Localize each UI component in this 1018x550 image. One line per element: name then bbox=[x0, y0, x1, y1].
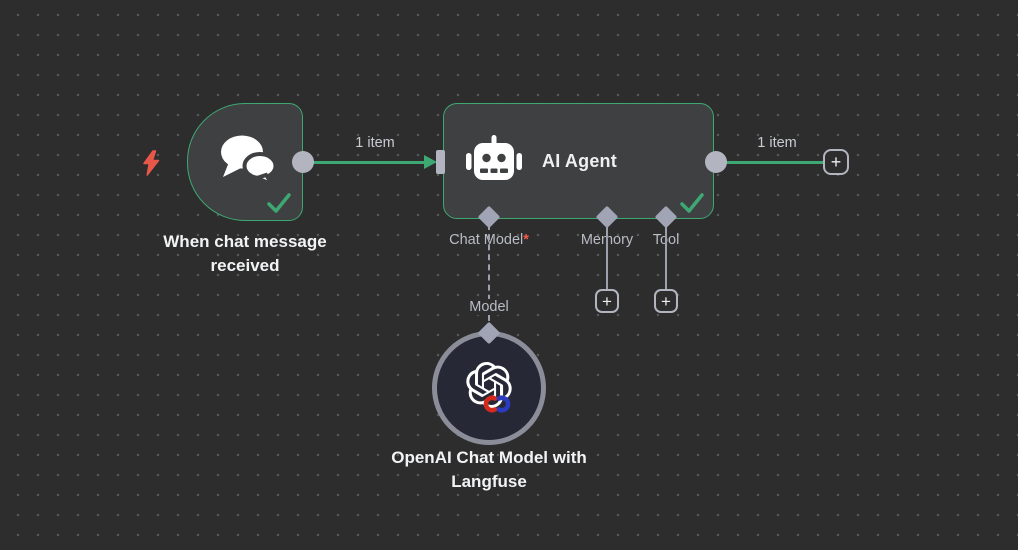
edge-tool-stub bbox=[665, 224, 667, 291]
plus-icon: + bbox=[830, 152, 842, 172]
edge-trigger-to-agent bbox=[303, 161, 429, 164]
add-memory-button[interactable]: + bbox=[595, 289, 619, 313]
model-node-label: OpenAI Chat Model with Langfuse bbox=[391, 448, 587, 491]
edge-chat-model bbox=[488, 224, 490, 331]
add-tool-button[interactable]: + bbox=[654, 289, 678, 313]
edge-chat-model-label: Model bbox=[439, 299, 539, 315]
agent-success-check-icon bbox=[679, 192, 705, 214]
langfuse-badge-icon bbox=[482, 394, 512, 414]
chat-bubbles-icon bbox=[216, 132, 278, 188]
trigger-success-check-icon bbox=[266, 192, 292, 214]
robot-icon bbox=[466, 135, 522, 187]
model-edge-label-text: Model bbox=[464, 299, 514, 315]
edge-agent-output-label: 1 item bbox=[757, 135, 797, 151]
node-ai-agent[interactable]: AI Agent bbox=[443, 103, 714, 219]
node-openai-chat-model[interactable] bbox=[432, 331, 546, 445]
required-asterisk: * bbox=[523, 232, 529, 248]
edge-trigger-to-agent-label: 1 item bbox=[355, 135, 395, 151]
edge-arrowhead bbox=[424, 155, 437, 169]
edge-agent-output bbox=[716, 161, 824, 164]
trigger-bolt-icon bbox=[139, 150, 163, 176]
agent-chat-model-port-label: Chat Model* bbox=[429, 232, 549, 248]
node-chat-trigger[interactable] bbox=[187, 103, 303, 221]
plus-icon: + bbox=[661, 291, 671, 311]
trigger-output-port[interactable] bbox=[292, 151, 314, 173]
chat-model-label-text: Chat Model bbox=[449, 232, 524, 248]
add-next-node-button[interactable]: + bbox=[823, 149, 849, 175]
agent-input-port[interactable] bbox=[436, 150, 445, 174]
trigger-node-label: When chat message received bbox=[163, 232, 327, 275]
plus-icon: + bbox=[602, 291, 612, 311]
edge-memory-stub bbox=[606, 224, 608, 291]
agent-output-port[interactable] bbox=[705, 151, 727, 173]
agent-node-title: AI Agent bbox=[542, 150, 617, 171]
